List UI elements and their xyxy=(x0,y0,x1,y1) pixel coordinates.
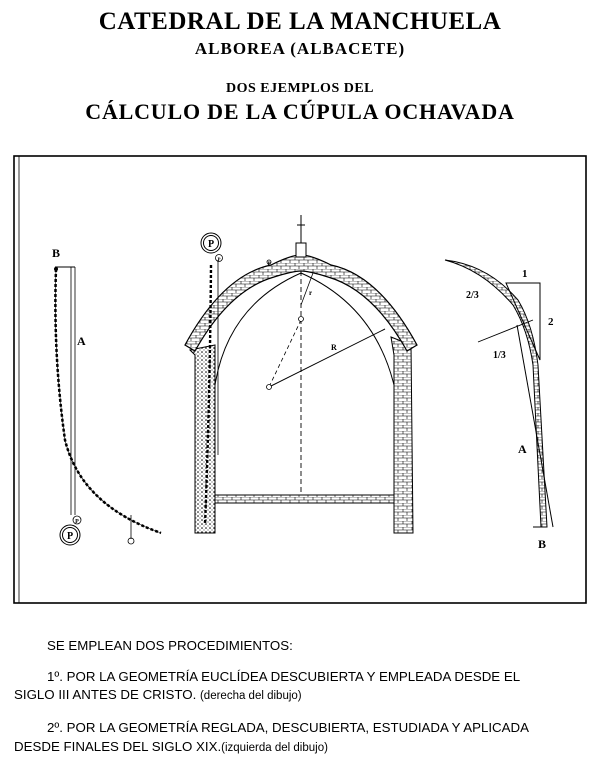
left-label-a: A xyxy=(77,334,86,348)
right-triangle xyxy=(505,282,541,361)
item1-line1: 1º. POR LA GEOMETRÍA EUCLÍDEA DESCUBIERT… xyxy=(47,669,521,684)
document-pretitle: DOS EJEMPLOS DEL xyxy=(225,81,375,96)
left-label-b: B xyxy=(52,246,60,260)
right-wall xyxy=(390,336,414,534)
drawing-frame xyxy=(13,155,587,604)
item1-line2: SIGLO III ANTES DE CRISTO. (derecha del … xyxy=(14,687,302,704)
right-label-a: A xyxy=(518,442,527,456)
item2-century: DESDE FINALES DEL SIGLO XIX. xyxy=(14,739,222,754)
center-label-r-large: R xyxy=(331,343,337,352)
center-point-p: P xyxy=(267,262,270,267)
dome-drawing: B A P P P P P r xyxy=(13,155,587,604)
center-label-r-small: r xyxy=(309,289,312,297)
item2-line1: 2º. POR LA GEOMETRÍA REGLADA, DESCUBIERT… xyxy=(47,720,529,735)
right-label-2-3: 2/3 xyxy=(466,290,479,301)
right-construction-figure: 1 2 2/3 1/3 A B xyxy=(444,259,554,551)
dome-shell xyxy=(184,254,418,352)
right-label-b: B xyxy=(538,537,546,551)
intro-text: SE EMPLEAN DOS PROCEDIMIENTOS: xyxy=(47,638,293,653)
document-title: CATEDRAL DE LA MANCHUELA xyxy=(98,8,502,35)
left-pole-label: P xyxy=(67,531,73,542)
left-chain-figure: B A P P xyxy=(52,246,162,546)
item2-note: (izquierda del dibujo) xyxy=(221,742,328,754)
dome-section-figure: P P P r R xyxy=(184,215,418,534)
document-location: ALBOREA (ALBACETE) xyxy=(194,39,406,58)
curved-profile xyxy=(444,259,548,528)
left-pole-small-label: P xyxy=(75,519,79,525)
document-subtitle: CÁLCULO DE LA CÚPULA OCHAVADA xyxy=(85,99,515,124)
right-label-2: 2 xyxy=(548,316,554,328)
left-wall xyxy=(188,344,216,534)
center-pole-small-label: P xyxy=(217,258,220,263)
right-label-1-3: 1/3 xyxy=(493,350,506,361)
center-pole-label: P xyxy=(208,239,214,250)
item2-line2: DESDE FINALES DEL SIGLO XIX.(izquierda d… xyxy=(14,739,328,756)
right-label-1: 1 xyxy=(522,268,528,280)
item1-century: SIGLO III ANTES DE CRISTO. xyxy=(14,687,197,702)
item1-note: (derecha del dibujo) xyxy=(199,690,302,702)
